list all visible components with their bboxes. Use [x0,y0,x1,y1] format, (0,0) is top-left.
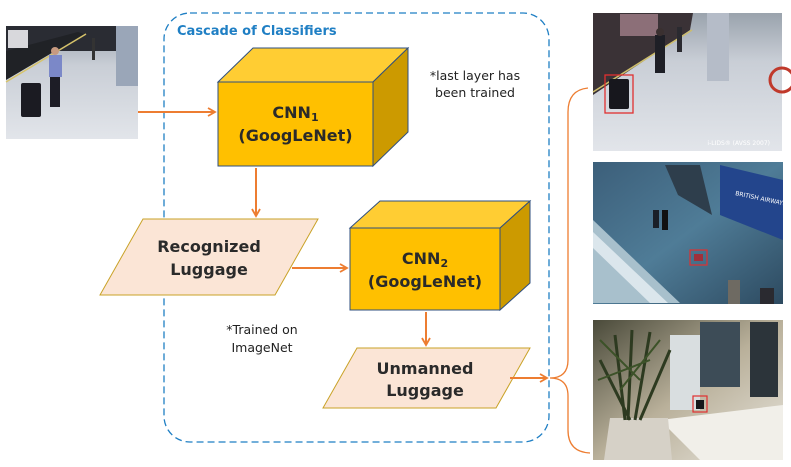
cnn2-front-face [349,227,501,311]
cnn2-model: (GoogLeNet) [368,272,482,291]
cnn1-front-face [217,81,374,167]
cnn1-note-line2: been trained [435,85,515,100]
cnn2-top-face [348,200,532,229]
unmanned-luggage-node: Unmanned Luggage [322,347,531,409]
recognized-luggage-node: Recognized Luggage [99,218,319,296]
output-brace [549,87,591,454]
unmanned-line1: Unmanned [377,359,474,378]
recognized-line2: Luggage [170,260,248,279]
input-image [5,26,138,139]
recognized-line1: Recognized [157,237,261,256]
cnn1-note-line1: *last layer has [430,68,520,83]
cnn1-label: CNN1 [272,103,318,124]
output-image-3 [593,320,783,460]
detection-luggage-2 [689,249,708,266]
output-image-2: BRITISH AIRWAYS [593,162,787,304]
cnn1-cube: CNN1 (GoogLeNet) [216,46,410,168]
output-image-1-watermark: i-LIDS® (AVSS 2007) [707,140,770,147]
cnn2-note-line1: *Trained on [226,322,297,337]
cnn1-model: (GoogLeNet) [238,126,352,145]
detection-luggage-3 [692,395,708,413]
cnn2-note-line2: ImageNet [231,340,292,355]
cnn2-label: CNN2 [402,249,448,270]
cnn2-cube: CNN2 (GoogLeNet) [348,199,532,312]
cascade-title: Cascade of Classifiers [177,24,337,39]
unmanned-line2: Luggage [386,381,464,400]
detection-luggage-1 [604,74,634,114]
output-image-1: i-LIDS® (AVSS 2007) [592,13,791,151]
